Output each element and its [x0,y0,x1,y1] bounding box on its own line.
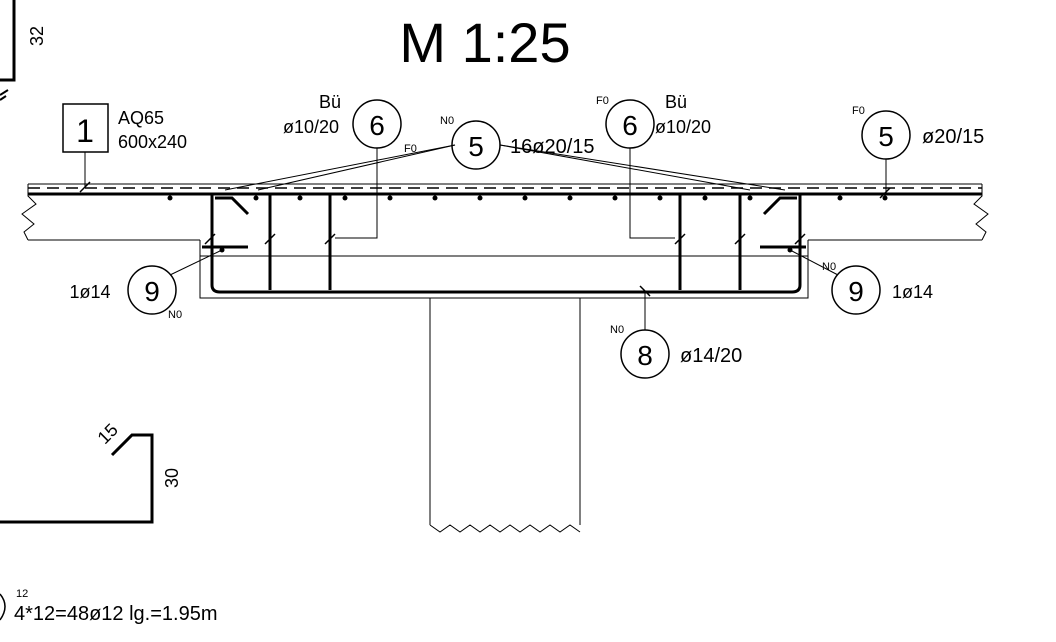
pos-6-left-label: 6 [369,110,385,141]
beam [79,148,891,533]
bu-right: Bü [665,92,687,112]
pos-8-label: 8 [637,340,653,371]
pos-5-right-label: 5 [878,121,894,152]
bottom-bars-label: ø14/20 [680,345,742,367]
top-bar-dots [167,195,888,201]
position-5-center: 5 N0 16ø20/15 [440,115,595,170]
stirrup-right: ø10/20 [655,117,711,137]
position-6-right: 6 F0 Bü ø10/20 [596,92,711,149]
position-9-right: 9 1ø14 N0 [789,249,933,315]
position-8: 8 N0 ø14/20 [610,292,742,379]
f0-far-right: F0 [852,105,865,117]
note-text: 4*12=48ø12 lg.=1.95m [14,603,218,625]
right-bars-label: ø20/15 [922,126,984,148]
pos-9-right-label: 9 [848,276,864,307]
position-6-left: 6 Bü ø10/20 F0 [283,92,417,155]
note-superscript: 12 [16,588,28,600]
leaders-5 [224,144,786,191]
position-5-right: 5 F0 ø20/15 [852,105,984,194]
n0-bottom: N0 [610,324,624,336]
pos-6-right-label: 6 [622,110,638,141]
top-left-fragment: 32 [0,0,47,101]
bent-bar-shape: 15 30 [0,420,182,524]
f0-right: F0 [596,95,609,107]
bu-left: Bü [319,92,341,112]
n0-left: N0 [168,309,182,321]
slab [21,183,989,256]
mesh-tag: 1 AQ65 600x240 [62,103,187,187]
stirrup-left: ø10/20 [283,117,339,137]
f0-left: F0 [404,143,417,155]
mesh-size: 600x240 [118,132,187,152]
dim-15: 15 [94,420,122,448]
position-9-left: 9 1ø14 N0 [69,249,223,321]
scale-title: M 1:25 [399,11,570,74]
side-bar-right: 1ø14 [892,282,933,302]
pos-5-center-label: 5 [468,131,484,162]
dim-30: 30 [162,468,182,488]
mesh-type: AQ65 [118,108,164,128]
n0-right: N0 [822,261,836,273]
bottom-note: 12 4*12=48ø12 lg.=1.95m [0,588,218,625]
dim-32: 32 [27,26,47,46]
top-bars-label: 16ø20/15 [510,136,595,158]
mesh-number: 1 [76,113,94,149]
pos-9-left-label: 9 [144,276,160,307]
n0-center: N0 [440,115,454,127]
side-bar-left: 1ø14 [69,282,110,302]
